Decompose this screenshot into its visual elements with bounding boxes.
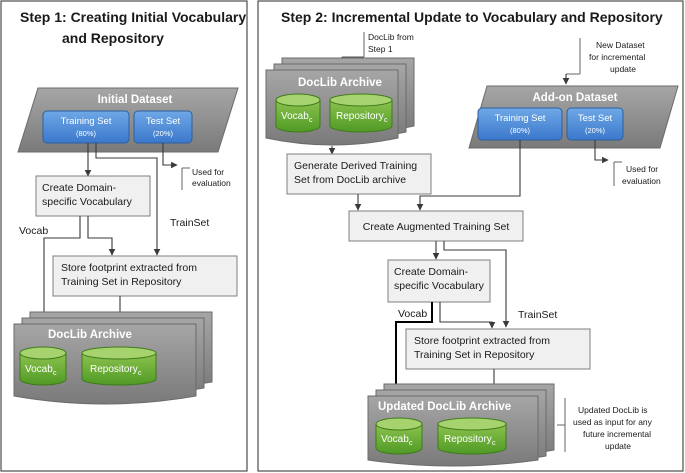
generate-derived-box [286, 153, 432, 195]
vocab-to-store-arrow [87, 216, 116, 256]
step1-title-line1: Step 1: Creating Initial Vocabulary [20, 9, 246, 25]
step1-title-line2: and Repository [62, 30, 164, 46]
addon-test-set-label: Test Set [578, 113, 613, 124]
store-footprint-box [52, 255, 238, 297]
create-vocab-line1: Create Domain- [42, 182, 117, 194]
trainset-step2-label: TrainSet [518, 309, 557, 321]
repository-c-label-step1: Repositoryc [90, 364, 142, 377]
vocab-to-store-step2-arrow [439, 302, 496, 329]
training-set-label: Training Set [61, 116, 112, 127]
addon-training-set-label: Training Set [495, 113, 546, 124]
training-set-box [42, 110, 130, 144]
vocab-to-archive-arrow [40, 216, 81, 339]
trainset-label: TrainSet [170, 217, 209, 229]
vocab-c-cylinder-step1 [19, 346, 67, 386]
store-step2-line1: Store footprint extracted from [414, 335, 550, 347]
archive-step2-title: DocLib Archive [298, 77, 382, 89]
create-vocab-step2-box [387, 259, 491, 303]
addon-test-set-pct: (20%) [585, 126, 606, 135]
updated-note-line2: used as input for any [573, 417, 653, 427]
create-vocab-box [35, 175, 151, 217]
eval-note-line1: Used for [192, 167, 224, 177]
addon-training-set-pct: (80%) [510, 126, 531, 135]
store-step2-line2: Training Set in Repository [414, 349, 535, 361]
vocab-c-label-step1: Vocabc [25, 364, 57, 377]
updated-note-line4: update [605, 441, 631, 451]
new-dataset-line2: for incremental [589, 52, 645, 62]
updated-repository-c-cylinder [437, 417, 507, 455]
archive-step1-title: DocLib Archive [48, 329, 132, 341]
addon-eval-line2: evaluation [622, 176, 661, 186]
vocab-step2-label: Vocab [398, 308, 427, 320]
addon-eval-line1: Used for [626, 164, 658, 174]
updated-note-line3: future incremental [583, 429, 651, 439]
create-vocab-step2-line2: specific Vocabulary [394, 280, 485, 292]
repository-c-label-step2: Repositoryc [336, 111, 388, 124]
updated-archive-title: Updated DocLib Archive [378, 401, 511, 413]
initial-dataset-label: Initial Dataset [98, 94, 173, 106]
generate-line1: Generate Derived Training [294, 160, 417, 172]
step2-title: Step 2: Incremental Update to Vocabulary… [281, 9, 663, 25]
test-set-pct: (20%) [153, 129, 174, 138]
store-line2: Training Set in Repository [61, 276, 182, 288]
test-to-eval-arrow [162, 143, 178, 169]
doclib-note-line2: Step 1 [368, 44, 393, 54]
create-vocab-line2: specific Vocabulary [42, 196, 133, 208]
updated-repository-c-label: Repositoryc [444, 434, 496, 447]
updated-vocab-c-label: Vocabc [381, 434, 413, 447]
store-footprint-step2-box [405, 328, 591, 370]
trainset-arrow [95, 143, 161, 256]
new-dataset-line3: update [610, 64, 636, 74]
vocab-label: Vocab [19, 225, 48, 237]
repository-c-cylinder-step2 [329, 93, 393, 133]
doclib-note-line1: DocLib from [368, 32, 414, 42]
repository-c-cylinder-step1 [81, 346, 157, 386]
new-dataset-line1: New Dataset [596, 40, 645, 50]
trainset-step2-arrow [443, 241, 510, 328]
addon-train-to-augmented-arrow [416, 140, 521, 211]
store-line1: Store footprint extracted from [61, 262, 197, 274]
vocab-to-updated-archive-arrow [391, 302, 433, 427]
generate-line2: Set from DocLib archive [294, 174, 406, 186]
vocab-c-cylinder-step2 [275, 93, 321, 133]
addon-test-to-eval-arrow [594, 140, 609, 164]
vocab-c-label-step2: Vocabc [281, 111, 313, 124]
training-set-pct: (80%) [76, 129, 97, 138]
augmented-label: Create Augmented Training Set [363, 221, 510, 233]
updated-vocab-c-cylinder [375, 417, 423, 455]
eval-note-line2: evaluation [192, 178, 231, 188]
create-vocab-step2-line1: Create Domain- [394, 266, 469, 278]
updated-note-line1: Updated DocLib is [578, 405, 647, 415]
addon-dataset-label: Add-on Dataset [533, 92, 618, 104]
test-set-label: Test Set [146, 116, 181, 127]
